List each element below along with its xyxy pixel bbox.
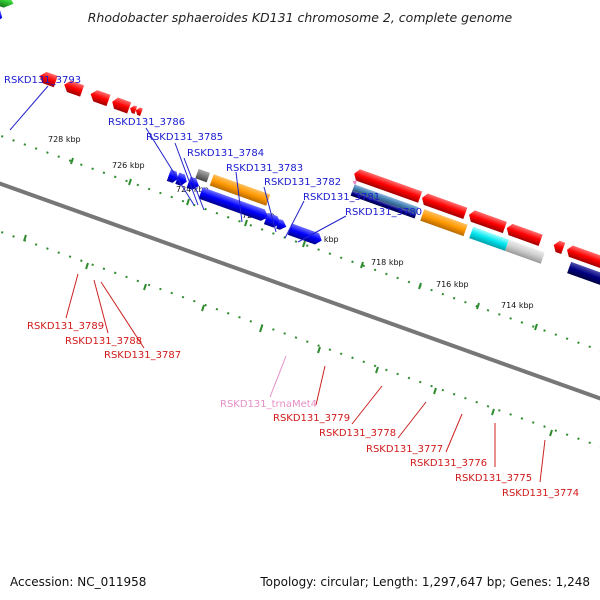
major-ticks-lower (23, 234, 553, 437)
gene-label[interactable]: RSKD131_3781 (303, 192, 380, 203)
gene-arrow[interactable] (134, 106, 143, 117)
gene-block[interactable] (420, 209, 468, 237)
gene-track (0, 0, 600, 304)
bottom-connectors (65, 273, 546, 483)
gene-arrow[interactable] (62, 79, 85, 97)
gene-label[interactable]: RSKD131_3789 (27, 321, 104, 332)
gene-arrow[interactable] (0, 0, 16, 10)
gene-block[interactable] (350, 190, 417, 219)
gene-label[interactable]: RSKD131_3783 (226, 163, 303, 174)
gene-block[interactable] (504, 239, 545, 264)
gene-label[interactable]: RSKD131_3780 (345, 207, 422, 218)
top-connectors (9, 85, 347, 243)
tick-track-lower (0, 230, 600, 448)
gene-arrow[interactable] (352, 168, 423, 203)
gene-arrow[interactable] (565, 244, 600, 284)
gene-arrow[interactable] (420, 192, 468, 219)
accession-text: Accession: NC_011958 (10, 575, 147, 589)
gene-block[interactable] (209, 174, 271, 206)
tick-label: 716 kbp (436, 280, 469, 289)
gene-label[interactable]: RSKD131_3778 (319, 428, 396, 439)
gene-arrow[interactable] (287, 223, 324, 246)
gene-arrow[interactable] (38, 70, 58, 88)
gene-block[interactable] (469, 226, 510, 251)
gene-arrow[interactable] (552, 239, 566, 255)
gene-label[interactable]: RSKD131_3785 (146, 132, 223, 143)
gene-arrow[interactable] (276, 219, 288, 231)
gene-arrow[interactable] (89, 88, 111, 107)
tick-label: 718 kbp (371, 258, 404, 267)
gene-arrow[interactable] (186, 176, 201, 192)
gene-label[interactable]: RSKD131_3777 (366, 444, 443, 455)
gene-arrow[interactable] (198, 187, 271, 223)
gene-label[interactable]: RSKD131_3787 (104, 350, 181, 361)
map-title: Rhodobacter sphaeroides KD131 chromosome… (87, 10, 513, 25)
gene-block[interactable] (195, 168, 211, 183)
gene-label[interactable]: RSKD131_3775 (455, 473, 532, 484)
gene-arrow[interactable] (110, 96, 132, 114)
gene-label[interactable]: RSKD131_3784 (187, 148, 264, 159)
gene-arrow[interactable] (467, 209, 507, 234)
gene-label[interactable]: RSKD131_3779 (273, 413, 350, 424)
tick-label: 720 kbp (306, 235, 339, 244)
gene-label[interactable]: RSKD131_3782 (264, 177, 341, 188)
genome-backbone (0, 181, 600, 401)
gene-arrow[interactable] (129, 104, 138, 114)
gene-block[interactable] (567, 261, 600, 304)
tick-track-upper (0, 134, 600, 352)
tick-label: 728 kbp (48, 135, 81, 144)
gene-label[interactable]: RSKD131_3788 (65, 336, 142, 347)
gene-label[interactable]: RSKD131_3793 (4, 75, 81, 86)
gene-arrow[interactable] (0, 6, 4, 23)
gene-arrow[interactable] (505, 223, 543, 246)
gene-label[interactable]: RSKD131_3774 (502, 488, 579, 499)
major-ticks-upper (70, 157, 538, 331)
tick-label: 714 kbp (501, 301, 534, 310)
gene-label[interactable]: RSKD131_trnaMet4 (220, 399, 317, 410)
topology-text: Topology: circular; Length: 1,297,647 bp… (260, 575, 590, 589)
tick-label: 726 kbp (112, 161, 145, 170)
gene-arrow[interactable] (166, 169, 180, 185)
trna-marker[interactable] (351, 179, 358, 186)
trna-connector (269, 355, 287, 398)
gene-arrow[interactable] (175, 172, 188, 188)
gene-block[interactable] (352, 184, 419, 214)
gene-label[interactable]: RSKD131_3776 (410, 458, 487, 469)
gene-label[interactable]: RSKD131_3786 (108, 117, 185, 128)
